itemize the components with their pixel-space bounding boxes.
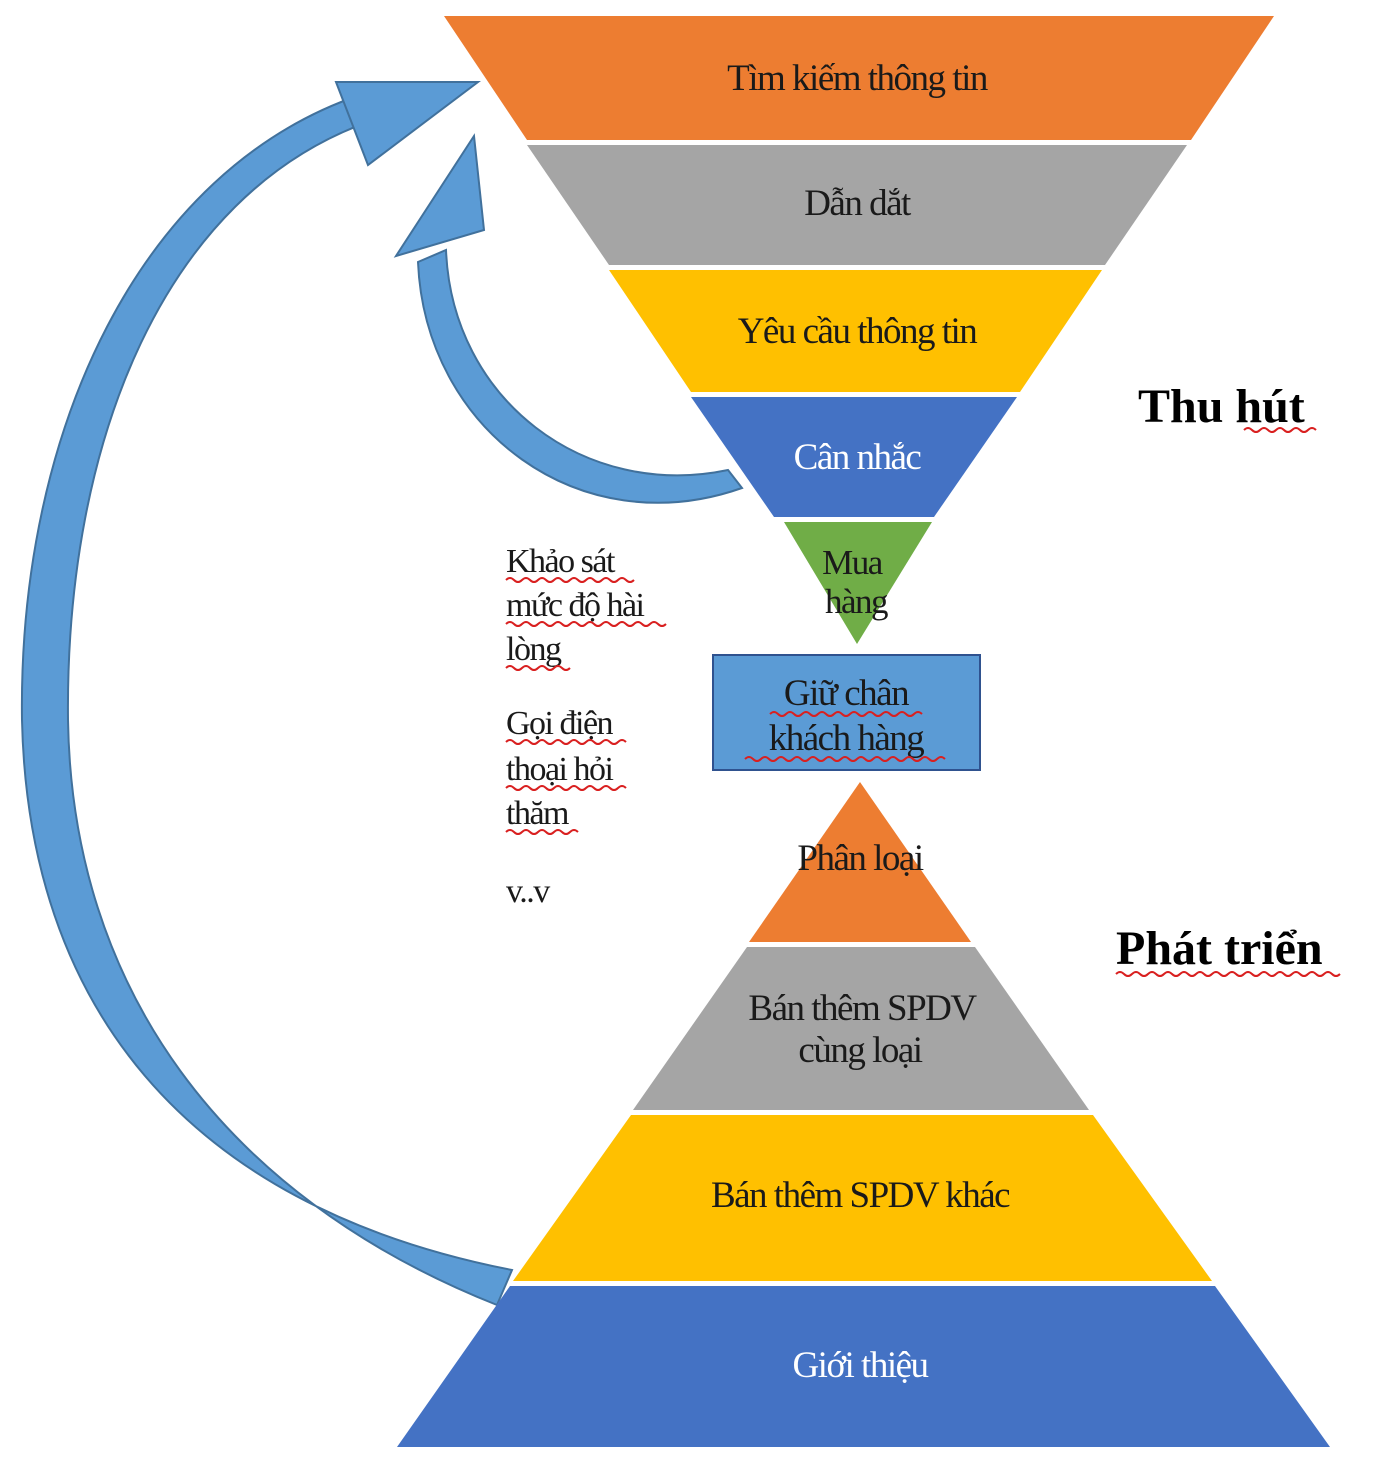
funnel: Tìm kiếm thông tin Dẫn dắt Yêu cầu thông… [444, 16, 1274, 644]
funnel-step-lead-label: Dẫn dắt [804, 183, 912, 224]
spellcheck-underline [505, 577, 635, 583]
spellcheck-underline [505, 621, 667, 627]
funnel-step-lead [527, 145, 1187, 265]
heading-attract: Thu hút [1138, 380, 1305, 433]
spellcheck-underline [769, 711, 923, 717]
pyramid-step-classify-label: Phân loại [797, 838, 923, 879]
pyramid-step-crosssell-same [633, 947, 1089, 1110]
pyramid-step-classify [749, 782, 971, 942]
funnel-step-buy [784, 522, 932, 644]
pyramid-step-referral [397, 1286, 1330, 1447]
pyramid-step-crosssell-other [513, 1115, 1212, 1281]
pyramid-step-referral-label: Giới thiệu [792, 1345, 928, 1386]
pyramid-step-crosssell-same-line1: Bán thêm SPDV [748, 988, 977, 1029]
side-note-survey-line1: Khảo sát [506, 543, 616, 580]
spellcheck-underline [505, 739, 627, 745]
funnel-step-search [444, 16, 1274, 140]
funnel-step-request [609, 270, 1102, 392]
side-note-survey-line2: mức độ hài [506, 587, 645, 624]
spellcheck-underline [744, 756, 946, 762]
heading-develop: Phát triển [1116, 922, 1323, 975]
spellcheck-underline [505, 829, 579, 835]
pyramid: Phân loại Bán thêm SPDV cùng loại Bán th… [397, 782, 1330, 1447]
funnel-step-consider-label: Cân nhắc [794, 437, 922, 478]
side-note-survey-line3: lòng [506, 631, 562, 668]
retention-box-line1: Giữ chân [784, 673, 909, 714]
pyramid-step-crosssell-other-label: Bán thêm SPDV khác [711, 1175, 1010, 1216]
section-headings: Thu hút Phát triển [1115, 380, 1341, 977]
funnel-step-request-label: Yêu cầu thông tin [738, 311, 978, 352]
pyramid-step-crosssell-same-line2: cùng loại [798, 1030, 922, 1071]
retention-box: Giữ chân khách hàng [712, 654, 981, 771]
outer-return-arrow [20, 81, 514, 1307]
spellcheck-underline [1243, 427, 1317, 433]
funnel-step-search-label: Tìm kiếm thông tin [727, 58, 988, 99]
side-note-call-line1: Gọi điện [506, 705, 614, 742]
retention-box-line2: khách hàng [769, 718, 925, 759]
spellcheck-underline [1115, 971, 1341, 977]
side-notes: Khảo sát mức độ hài lòng Gọi điện thoại … [505, 543, 667, 910]
funnel-step-buy-label-line1: Mua [822, 543, 884, 582]
side-note-call-line3: thăm [506, 795, 569, 832]
funnel-step-consider [691, 397, 1017, 517]
spellcheck-underline [505, 785, 627, 791]
spellcheck-underline [505, 665, 571, 671]
side-note-etc: v..v [506, 873, 550, 910]
funnel-step-buy-label-line2: hàng [825, 582, 888, 621]
inner-return-arrow [393, 133, 744, 504]
side-note-call-line2: thoại hỏi [506, 751, 613, 788]
